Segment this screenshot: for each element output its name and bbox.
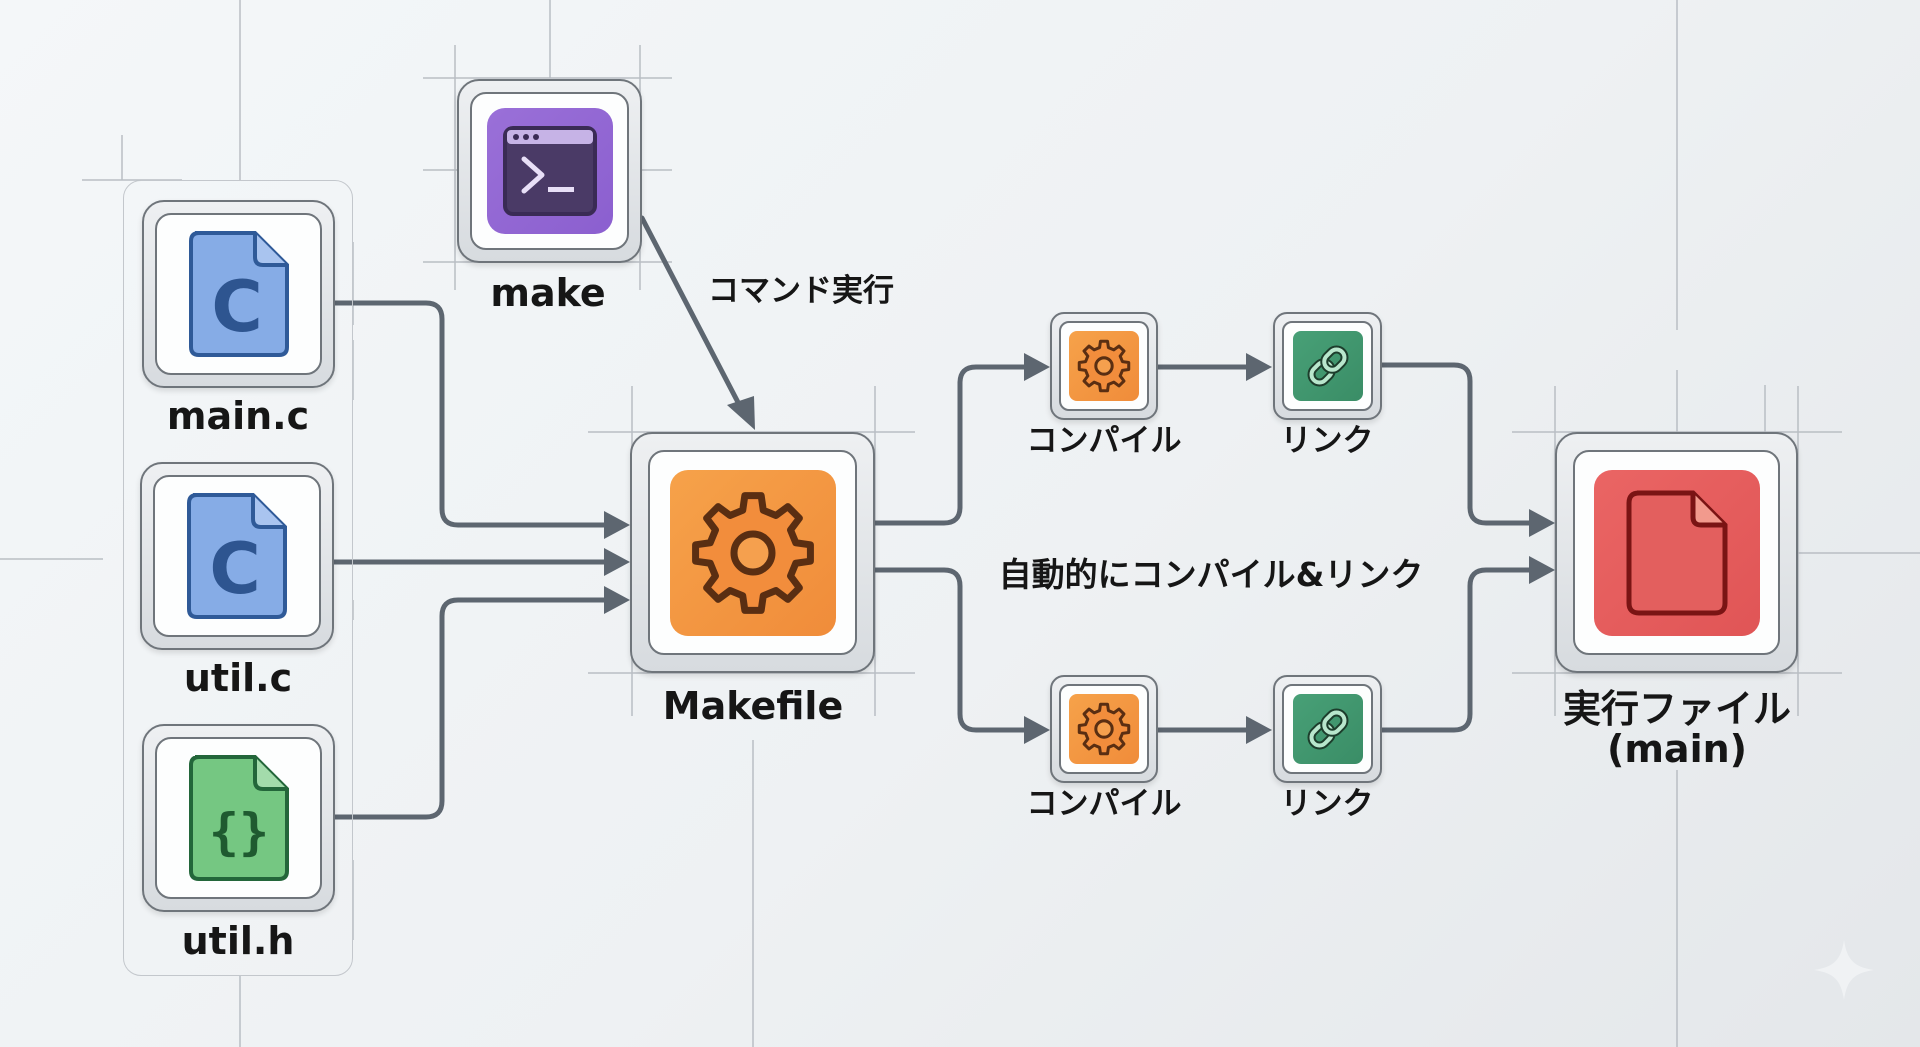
- c-source-file-icon: C: [188, 231, 289, 357]
- c-source-file-icon: C: [187, 493, 287, 619]
- gear-hole: [1094, 719, 1114, 739]
- node-main-c-label: main.c: [166, 394, 310, 438]
- compile-tile: [1069, 694, 1139, 764]
- node-compile-top-label: コンパイル: [1026, 423, 1182, 459]
- arrowhead-icon: [1024, 716, 1050, 744]
- arrowhead-icon: [1246, 353, 1272, 381]
- node-util-c-label: util.c: [183, 656, 293, 700]
- arrowhead-icon: [727, 396, 755, 430]
- node-executable-label-line1: 実行ファイル: [1562, 687, 1792, 731]
- node-make[interactable]: [457, 79, 642, 263]
- node-executable[interactable]: [1555, 432, 1798, 673]
- edge-makefile-to-compile-top: [872, 364, 1033, 526]
- chain-links: [1307, 345, 1348, 387]
- sparkle-icon: [1814, 940, 1874, 1000]
- auto-compile-link-label: 自動的にコンパイル&リンク: [998, 555, 1424, 594]
- chain-link-icon: [1307, 345, 1348, 387]
- gear-icon: [1077, 702, 1131, 756]
- terminal-icon: [502, 126, 597, 216]
- edge-make-to-makefile: [639, 215, 745, 413]
- node-util-h-label: util.h: [181, 919, 295, 963]
- link-tile: [1292, 694, 1363, 764]
- edge-link-top-to-executable: [1379, 362, 1538, 526]
- makefile-tile: [669, 469, 836, 636]
- node-link-top[interactable]: [1273, 312, 1382, 420]
- svg-text:C: C: [209, 528, 260, 610]
- node-util-h[interactable]: {}: [142, 724, 335, 912]
- executable-tile: [1593, 469, 1760, 636]
- arrowhead-icon: [604, 586, 630, 614]
- arrowheads: [604, 353, 1555, 744]
- edge-util-h-to-makefile: [332, 597, 613, 820]
- node-main-c[interactable]: C: [142, 200, 335, 388]
- terminal-tile: [486, 108, 613, 234]
- node-compile-top[interactable]: [1050, 312, 1158, 420]
- node-makefile-label: Makefile: [662, 684, 844, 728]
- link-tile: [1292, 331, 1363, 401]
- edge-link-bottom-to-executable: [1379, 567, 1538, 733]
- arrowhead-icon: [604, 511, 630, 539]
- chain-links: [1307, 708, 1348, 750]
- file-icon: [1626, 490, 1727, 615]
- arrowhead-icon: [1529, 509, 1555, 537]
- gear-icon: [691, 491, 814, 614]
- chain-link-icon: [1307, 708, 1348, 750]
- arrowhead-icon: [1024, 353, 1050, 381]
- svg-text:C: C: [211, 266, 262, 348]
- gear-icon: [1077, 339, 1131, 393]
- node-makefile[interactable]: [630, 432, 875, 673]
- gear-hole: [1094, 356, 1114, 376]
- svg-text:{}: {}: [208, 803, 268, 861]
- gear-hole: [730, 530, 775, 575]
- header-file-braces-icon: {}: [188, 755, 289, 881]
- node-compile-bottom-label: コンパイル: [1026, 786, 1182, 822]
- node-link-top-label: リンク: [1280, 423, 1374, 459]
- arrowhead-icon: [1529, 556, 1555, 584]
- connector-wires: [317, 215, 1538, 820]
- edge-makefile-to-compile-bottom: [872, 567, 1033, 733]
- edge-command-label: コマンド実行: [708, 273, 894, 309]
- compile-tile: [1069, 331, 1139, 401]
- node-util-c[interactable]: C: [140, 462, 334, 650]
- node-executable-label-line2: (main): [1606, 727, 1748, 771]
- node-compile-bottom[interactable]: [1050, 675, 1158, 783]
- arrowhead-icon: [604, 548, 630, 576]
- node-link-bottom[interactable]: [1273, 675, 1382, 783]
- node-make-label: make: [490, 271, 606, 315]
- arrowhead-icon: [1246, 716, 1272, 744]
- source-files-group: [123, 180, 353, 976]
- edge-main-c-to-makefile: [332, 300, 613, 528]
- node-link-bottom-label: リンク: [1280, 786, 1374, 822]
